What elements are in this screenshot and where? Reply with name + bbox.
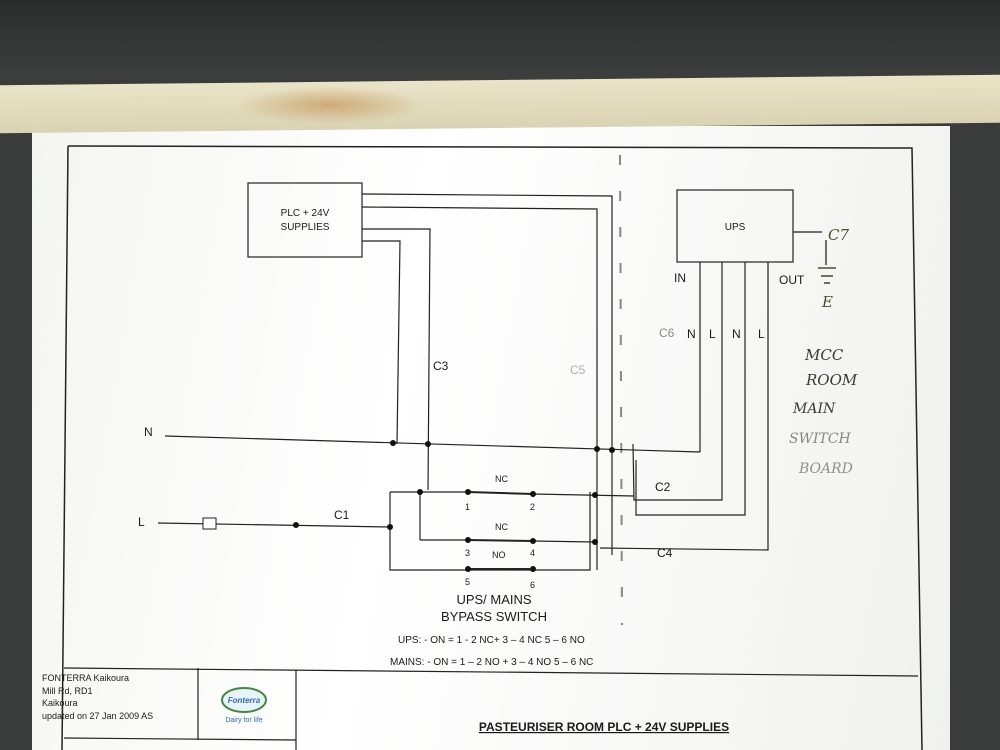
drawing-border <box>67 145 923 750</box>
title-block-frame <box>63 667 919 750</box>
ups-mode-text: UPS: - ON = 1 - 2 NC+ 3 – 4 NC 5 – 6 NO <box>398 635 585 646</box>
company-line-2: Mill Rd, RD1 <box>42 686 93 696</box>
hand-earth: E <box>821 293 833 311</box>
contact-3: 3 <box>465 548 470 558</box>
cable-c4: C4 <box>657 546 673 560</box>
contact-6: 6 <box>530 580 535 590</box>
cable-c3: C3 <box>433 359 449 373</box>
ups-label: UPS <box>725 222 746 233</box>
neutral-line <box>164 435 701 453</box>
hand-note-5: BOARD <box>798 461 853 477</box>
cable-c6: C6 <box>659 326 675 340</box>
contact-4: 4 <box>530 548 535 558</box>
ups-terminal-l2: L <box>758 327 765 341</box>
plc-label-2: SUPPLIES <box>281 222 330 233</box>
live-line <box>157 522 391 528</box>
hand-note-4: SWITCH <box>789 431 852 447</box>
switch-state-1: NC <box>495 474 508 484</box>
live-label: L <box>138 515 145 529</box>
ups-terminal-n2: N <box>732 327 741 341</box>
logo-wordmark: Fonterra <box>228 696 261 705</box>
switch-state-2: NC <box>495 522 508 532</box>
panel-boundary <box>619 154 623 626</box>
fuse-symbol <box>202 517 217 530</box>
bypass-switch <box>389 491 635 571</box>
contact-5: 5 <box>465 577 470 587</box>
fonterra-logo <box>221 687 267 713</box>
cable-c5: C5 <box>570 363 586 377</box>
switch-state-3: NO <box>492 550 506 560</box>
company-line-4: updated on 27 Jan 2009 AS <box>42 711 153 721</box>
junction-dots <box>293 440 615 572</box>
switch-title-1: UPS/ MAINS <box>456 592 531 607</box>
neutral-label: N <box>144 425 153 439</box>
hand-note-2: ROOM <box>805 371 858 389</box>
drawing-title: PASTEURISER ROOM PLC + 24V SUPPLIES <box>479 720 729 734</box>
ups-terminal-l1: L <box>709 327 716 341</box>
drawing-border-left <box>61 145 69 750</box>
paper-sheet <box>32 126 950 750</box>
wall-background <box>0 0 1000 80</box>
contact-1: 1 <box>465 502 470 512</box>
company-line-3: Kaikoura <box>42 698 78 708</box>
earth-symbol <box>818 240 836 284</box>
ups-wires <box>599 231 822 551</box>
hand-c7: C7 <box>828 226 849 244</box>
logo-tagline: Dairy for life <box>225 717 262 724</box>
hand-note-1: MCC <box>804 346 844 364</box>
plc-wires <box>361 193 613 570</box>
plc-label-1: PLC + 24V <box>281 208 330 219</box>
ups-out-label: OUT <box>779 273 805 287</box>
contact-2: 2 <box>530 502 535 512</box>
tape-stain <box>235 86 425 124</box>
hand-note-3: MAIN <box>792 401 836 417</box>
ups-terminal-n1: N <box>687 327 696 341</box>
cable-c1: C1 <box>334 508 350 522</box>
ups-box <box>676 189 794 263</box>
company-line-1: FONTERRA Kaikoura <box>42 673 129 683</box>
plc-supplies-box <box>247 182 363 258</box>
mains-mode-text: MAINS: - ON = 1 – 2 NO + 3 – 4 NO 5 – 6 … <box>390 657 593 668</box>
ups-in-label: IN <box>674 271 686 285</box>
cable-c2: C2 <box>655 480 671 494</box>
switch-title-2: BYPASS SWITCH <box>441 609 547 624</box>
